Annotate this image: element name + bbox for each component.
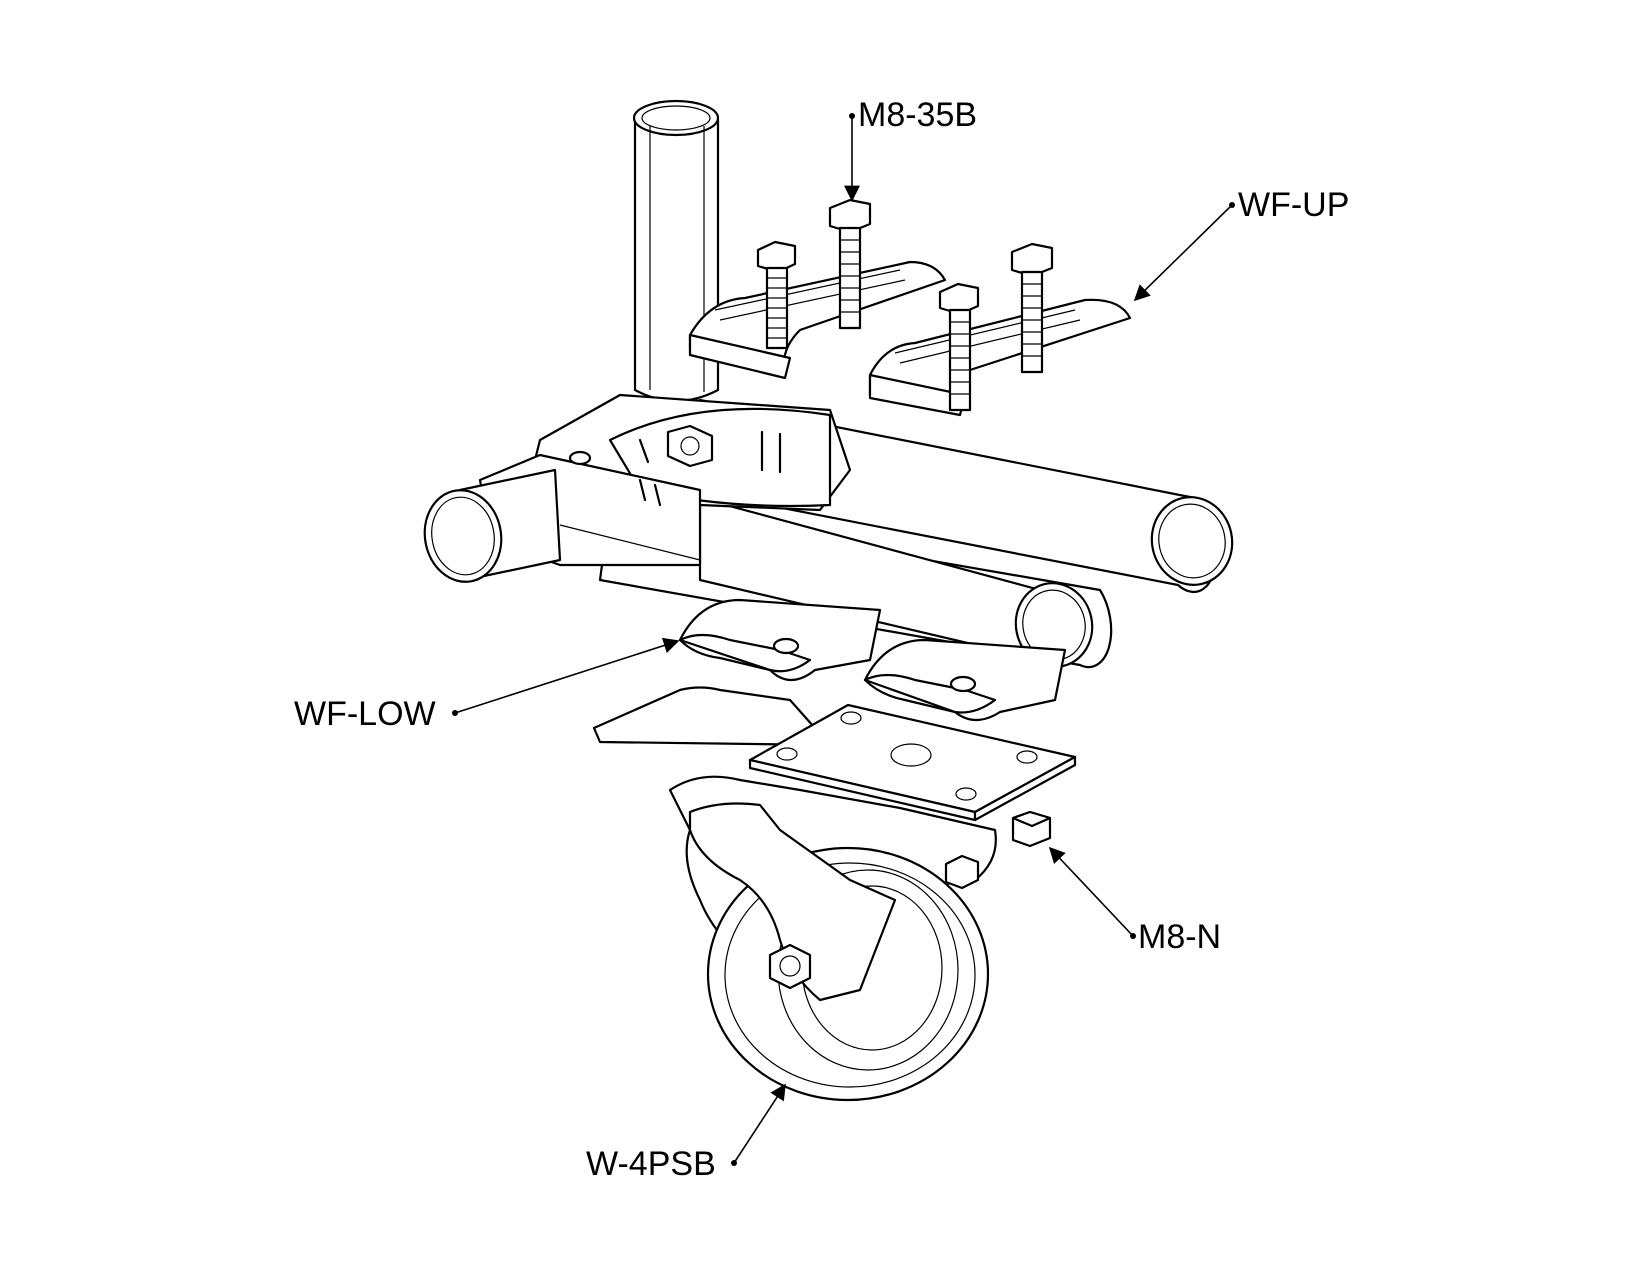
- leader-lines: [452, 113, 1235, 1166]
- callout-m8-35b: M8-35B: [858, 96, 978, 134]
- left-tube: [423, 468, 562, 583]
- joint-fitting: [478, 393, 852, 567]
- callout-wf-up: WF-UP: [1238, 186, 1350, 224]
- lower-clamp-left: [678, 598, 882, 682]
- bolt-3: [938, 282, 980, 412]
- caster-wheel: [592, 686, 1077, 1102]
- loose-nut: [1011, 810, 1052, 848]
- bolt-2: [828, 198, 872, 330]
- callout-w-4psb: W-4PSB: [586, 1145, 716, 1183]
- bolt-4: [1010, 242, 1054, 374]
- upper-clamp-left: [688, 260, 947, 380]
- upper-clamp-right: [868, 298, 1132, 417]
- callout-m8-n: M8-N: [1138, 918, 1222, 956]
- front-tube: [598, 496, 1113, 669]
- callout-wf-low: WF-LOW: [294, 695, 436, 733]
- lower-clamp-right: [863, 638, 1067, 722]
- bolt-1: [756, 240, 797, 350]
